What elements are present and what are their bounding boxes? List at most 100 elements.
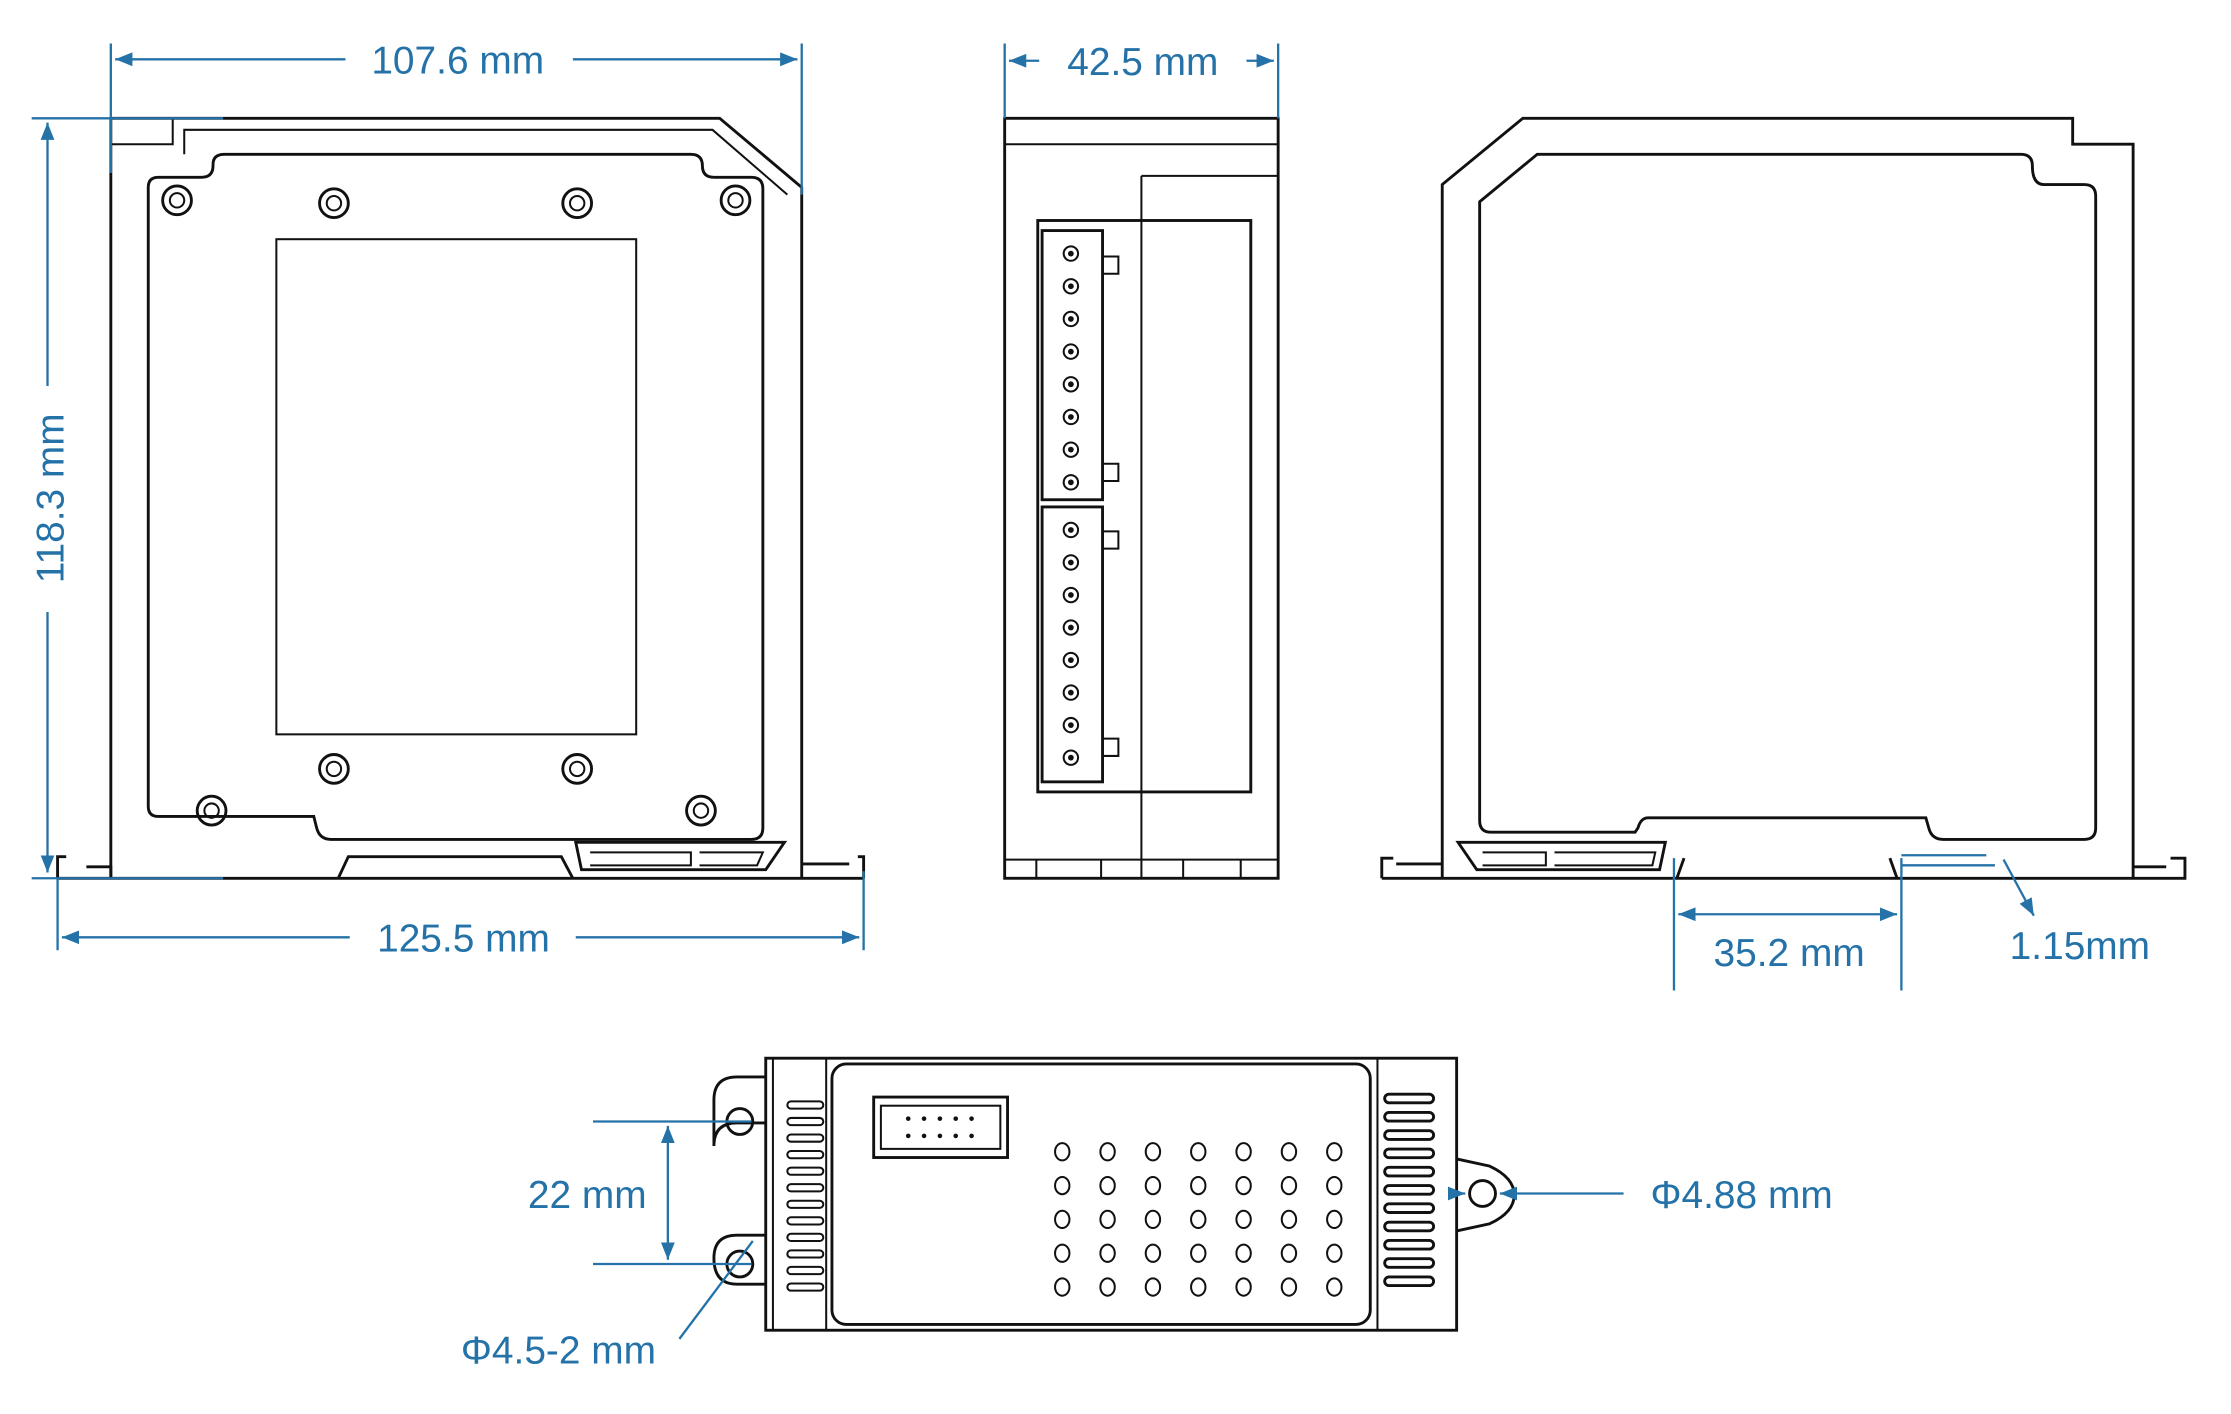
connector-pin (937, 1116, 943, 1121)
terminal-pin (1062, 684, 1080, 701)
terminal-pin (1062, 441, 1080, 458)
vent-slot (1383, 1147, 1436, 1160)
terminal-pin (1062, 408, 1080, 426)
screw-head-icon (168, 192, 186, 209)
connector-pin (921, 1133, 927, 1139)
vent-hole (1280, 1209, 1298, 1230)
vent-slot (786, 1249, 825, 1259)
terminal-pin-center (1068, 559, 1074, 566)
vent-hole (1326, 1142, 1343, 1162)
connector-pin (969, 1116, 974, 1121)
vent-hole (1235, 1175, 1252, 1196)
vent-hole (1190, 1277, 1207, 1297)
dimension-rail-spacing: 35.2 mm (1672, 858, 1903, 991)
vent-slot (1383, 1129, 1436, 1141)
terminal-pin (1062, 310, 1080, 328)
vent-slot (1383, 1257, 1436, 1269)
dimension-label: 22 mm (528, 1174, 647, 1217)
dimension-label: 125.5 mm (377, 918, 550, 961)
vent-slot (1383, 1238, 1436, 1251)
terminal-pin (1062, 619, 1080, 636)
dimension-label: 118.3 mm (29, 413, 72, 583)
display-window (275, 238, 638, 736)
vent-hole (1099, 1209, 1116, 1230)
vent-slot (1383, 1111, 1436, 1123)
vent-hole (1280, 1142, 1298, 1162)
terminal-pin-center (1068, 722, 1074, 729)
screw-icon (195, 794, 228, 827)
vent-hole (1144, 1277, 1162, 1297)
vent-slot (786, 1216, 825, 1226)
screw-icon (318, 187, 350, 220)
terminal-pin-center (1068, 592, 1074, 598)
dimension-ear-hole-left: Φ4.5-2 mm (461, 1240, 754, 1372)
terminal-pin-center (1068, 446, 1074, 453)
terminal-pin-center (1068, 348, 1074, 355)
screw-icon (318, 753, 350, 785)
screw-head-icon (568, 760, 586, 778)
screw-head-icon (568, 195, 586, 212)
dimension-label: Φ4.5-2 mm (461, 1329, 656, 1372)
screw-head-icon (325, 195, 343, 212)
vent-hole (1280, 1277, 1298, 1297)
screw-head-icon (203, 802, 220, 819)
terminal-pin (1062, 716, 1080, 734)
screw-head-icon (325, 760, 343, 778)
vent-hole (1326, 1243, 1343, 1263)
dimension-front-width: 107.6 mm (109, 40, 803, 195)
vent-hole (1326, 1175, 1343, 1196)
terminal-pin-center (1068, 316, 1074, 322)
vent-slot (786, 1133, 825, 1143)
terminal-pin (1062, 651, 1080, 669)
vent-hole (1235, 1277, 1252, 1297)
terminal-pin-center (1068, 527, 1074, 533)
dimension-label: Φ4.88 mm (1651, 1174, 1833, 1217)
terminal-pin (1062, 376, 1080, 393)
vent-hole (1190, 1175, 1207, 1196)
vent-hole (1235, 1243, 1252, 1263)
vent-hole (1144, 1175, 1162, 1196)
vent-hole (1054, 1175, 1071, 1196)
connector-pin (937, 1133, 943, 1139)
rear-view (1380, 116, 2187, 880)
dimension-label: 107.6 mm (371, 40, 544, 83)
vent-hole (1054, 1209, 1071, 1230)
connector-pin (905, 1116, 911, 1121)
vent-hole (1280, 1243, 1298, 1263)
dimension-label: 42.5 mm (1067, 41, 1218, 84)
vent-hole (1054, 1277, 1071, 1297)
vent-hole (1144, 1142, 1162, 1162)
vent-hole (1099, 1243, 1116, 1263)
vent-slot (1383, 1202, 1436, 1214)
screw-icon (561, 187, 594, 220)
vent-slot (1383, 1165, 1436, 1178)
vent-hole (1099, 1142, 1116, 1162)
terminal-pin-center (1068, 689, 1074, 696)
dimension-label: 1.15mm (2010, 925, 2150, 968)
terminal-pin-center (1068, 414, 1074, 420)
ribbon-connector (872, 1095, 1009, 1159)
vent-slot (1383, 1220, 1436, 1233)
terminal-pin (1062, 343, 1080, 360)
side-view (1003, 116, 1280, 880)
vent-slot (786, 1232, 825, 1243)
terminal-pin (1062, 521, 1080, 539)
vent-hole (1190, 1142, 1207, 1162)
connector-pin (953, 1116, 959, 1121)
vent-slot (786, 1282, 825, 1292)
terminal-pin-center (1068, 381, 1074, 388)
vent-hole (1144, 1209, 1162, 1230)
terminal-pin (1062, 554, 1080, 571)
connector-pin (905, 1133, 911, 1139)
vent-hole (1326, 1277, 1343, 1297)
terminal-pin (1062, 278, 1080, 295)
vent-hole (1054, 1142, 1071, 1162)
vent-hole (1235, 1209, 1252, 1230)
connector-pin (953, 1133, 959, 1139)
terminal-pin (1062, 749, 1080, 766)
vent-slot (1383, 1092, 1436, 1105)
terminal-pin (1062, 586, 1080, 604)
dimension-clip-offset: 1.15mm (1901, 854, 2150, 968)
vent-slot (1383, 1184, 1436, 1196)
